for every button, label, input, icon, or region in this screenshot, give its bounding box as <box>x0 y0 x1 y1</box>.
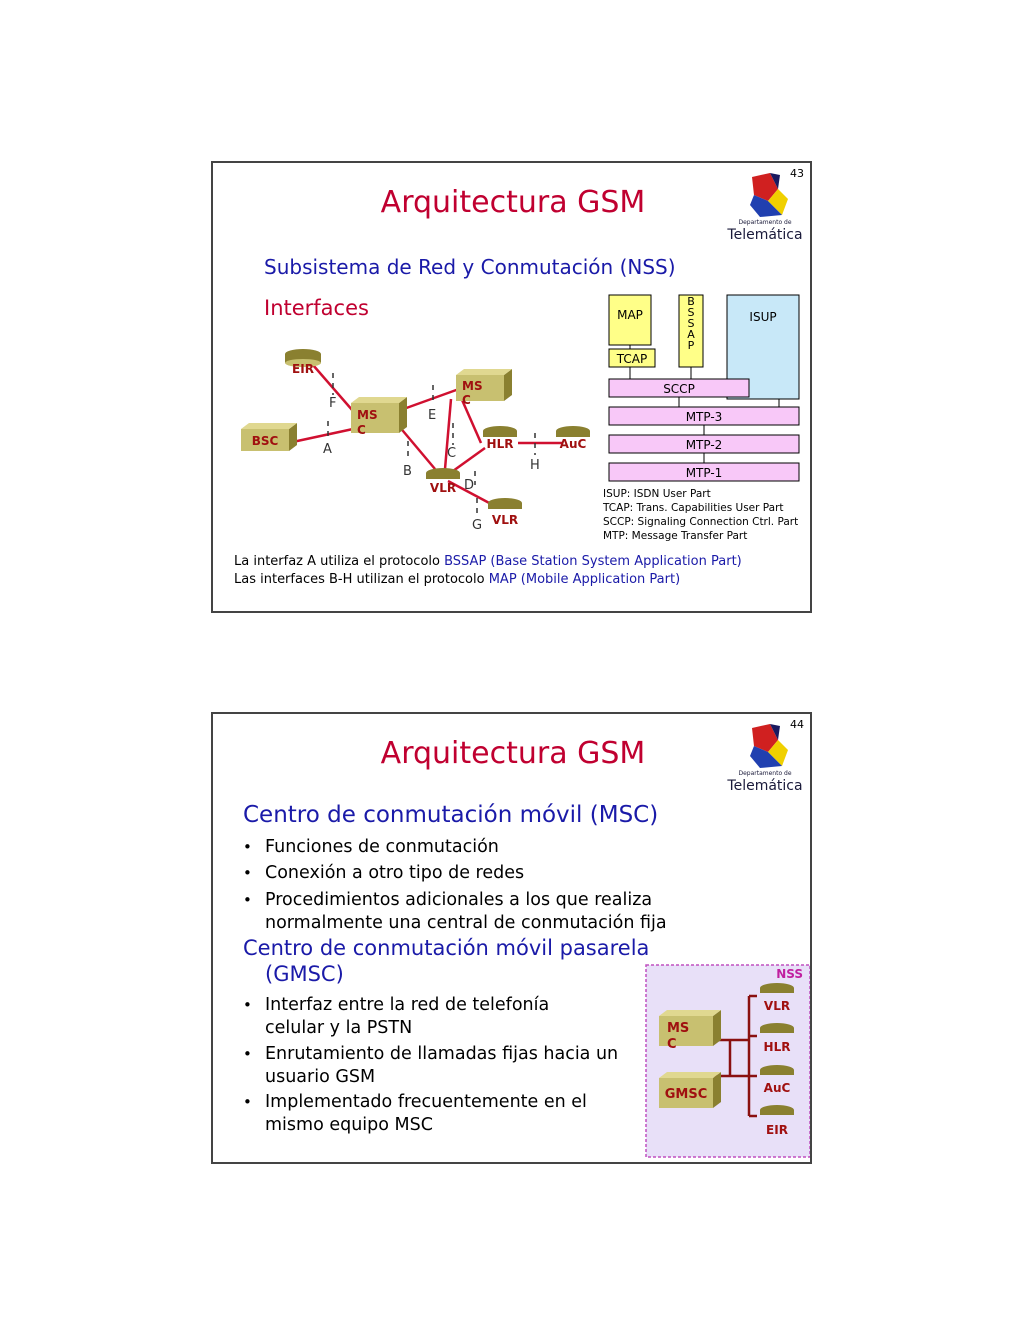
vlr1-node: VLR <box>426 468 460 495</box>
nss-gmsc-node: GMSC <box>659 1072 721 1108</box>
bssap-box <box>678 294 704 368</box>
footer-notes: La interfaz A utiliza el protocolo BSSAP… <box>234 553 742 589</box>
footer-line1-text: La interfaz A utiliza el protocolo <box>234 554 445 569</box>
nss-eir-node: EIR <box>760 1105 794 1137</box>
msc2-node: MS C <box>456 369 512 407</box>
auc-node: AuC <box>556 426 590 451</box>
svg-text:MAP: MAP <box>617 308 643 322</box>
legend-tcap: TCAP: Trans. Capabilities User Part <box>603 502 784 514</box>
svg-text:D: D <box>464 478 474 493</box>
telematica-logo: Departamento de Telemática <box>724 722 806 794</box>
svg-text:A: A <box>323 442 332 457</box>
legend-isup: ISUP: ISDN User Part <box>603 488 711 500</box>
svg-text:MTP-2: MTP-2 <box>686 438 723 452</box>
svg-text:VLR: VLR <box>492 513 518 527</box>
logo-mark-icon <box>750 724 788 768</box>
gmsc-heading: Centro de conmutación móvil pasarela <box>243 936 650 960</box>
hlr-node: HLR <box>483 426 517 451</box>
slide-title: Arquitectura GSM <box>380 185 646 220</box>
protocol-stack-diagram: MAP BSSAP ISUP TCAP SCCP MTP-3 MTP-2 MTP… <box>608 294 800 482</box>
svg-text:EIR: EIR <box>766 1123 788 1137</box>
svg-text:MTP-1: MTP-1 <box>686 466 723 480</box>
svg-text:EIR: EIR <box>292 362 314 376</box>
svg-text:C: C <box>447 446 456 461</box>
footer-line2-protocol: MAP (Mobile Application Part) <box>488 572 681 587</box>
svg-text:F: F <box>329 396 336 411</box>
nss-interfaces-diagram: BSC MS C MS C EIR HLR <box>241 349 590 533</box>
svg-text:ISUP: ISUP <box>749 310 776 324</box>
svg-text:MTP-3: MTP-3 <box>686 410 723 424</box>
nss-msc-node: MS C <box>659 1010 721 1052</box>
nss-vlr-node: VLR <box>760 983 794 1013</box>
svg-text:B: B <box>687 295 695 308</box>
svg-text:TCAP: TCAP <box>616 352 647 366</box>
svg-text:MS: MS <box>357 408 378 422</box>
tcap-box <box>608 348 656 368</box>
link-msc-msc <box>397 387 460 413</box>
svg-text:E: E <box>428 408 436 423</box>
link-bsc-msc <box>287 427 354 445</box>
svg-text:A: A <box>687 328 695 341</box>
stack-legend: ISUP: ISDN User Part TCAP: Trans. Capabi… <box>603 487 798 543</box>
nss-container <box>645 964 810 1158</box>
map-box <box>608 294 652 346</box>
svg-text:GMSC: GMSC <box>665 1087 708 1102</box>
mtp1-box <box>608 462 800 482</box>
link-vlr-hlr <box>452 446 486 473</box>
footer-line2-text: Las interfaces B-H utilizan el protocolo <box>234 572 489 587</box>
svg-text:S: S <box>688 317 695 330</box>
legend-mtp: MTP: Message Transfer Part <box>603 530 748 542</box>
svg-text:HLR: HLR <box>764 1040 791 1054</box>
nss-box-diagram: NSS MS C GMSC VLR <box>645 964 810 1158</box>
svg-text:AuC: AuC <box>560 437 587 451</box>
link-msc-vlr <box>397 424 436 470</box>
bsc-label: BSC <box>252 434 279 448</box>
legend-sccp: SCCP: Signaling Connection Ctrl. Part <box>603 516 799 528</box>
logo-department: Departamento de <box>738 770 792 777</box>
link-vlr-vlr <box>447 479 494 507</box>
svg-text:SCCP: SCCP <box>663 382 695 396</box>
svg-text:B: B <box>403 464 412 479</box>
page-number: 44 <box>790 718 804 731</box>
svg-text:C: C <box>667 1037 677 1052</box>
eir-node: EIR <box>285 349 321 376</box>
svg-text:H: H <box>530 458 540 473</box>
telematica-logo: Departamento de Telemática <box>724 171 806 243</box>
svg-text:G: G <box>472 518 482 533</box>
slide-43: 43 Arquitectura GSM Departamento de Tele… <box>211 161 812 613</box>
footer-line1-protocol: BSSAP (Base Station System Application P… <box>444 554 742 569</box>
msc1-node: MS C <box>351 397 407 437</box>
svg-text:AuC: AuC <box>764 1081 791 1095</box>
nss-auc-node: AuC <box>760 1065 794 1095</box>
svg-text:C: C <box>357 423 366 437</box>
subtitle: Subsistema de Red y Conmutación (NSS) <box>264 255 676 279</box>
logo-name: Telemática <box>727 778 803 794</box>
svg-text:MS: MS <box>667 1021 689 1036</box>
slide-44: 44 Arquitectura GSM Departamento de Tele… <box>211 712 812 1164</box>
svg-text:C: C <box>462 393 471 407</box>
svg-text:HLR: HLR <box>487 437 514 451</box>
slide-title: Arquitectura GSM <box>380 736 646 771</box>
link-msc2-hlr <box>457 392 483 444</box>
svg-text:VLR: VLR <box>764 999 790 1013</box>
svg-text:MS: MS <box>462 379 483 393</box>
logo-name: Telemática <box>727 227 803 243</box>
svg-text:VLR: VLR <box>430 481 456 495</box>
section-heading: Interfaces <box>264 296 369 320</box>
nss-label: NSS <box>776 967 803 981</box>
page-number: 43 <box>790 167 804 180</box>
link-msc2-vlr <box>443 398 453 470</box>
svg-text:S: S <box>688 306 695 319</box>
logo-mark-icon <box>750 173 788 217</box>
nss-hlr-node: HLR <box>760 1023 794 1054</box>
svg-text:P: P <box>688 339 695 352</box>
logo-department: Departamento de <box>738 219 792 226</box>
vlr2-node: VLR <box>488 498 522 527</box>
bsc-node: BSC <box>241 423 297 451</box>
gmsc-heading-cont: (GMSC) <box>265 962 344 986</box>
msc-heading: Centro de conmutación móvil (MSC) <box>243 802 659 828</box>
